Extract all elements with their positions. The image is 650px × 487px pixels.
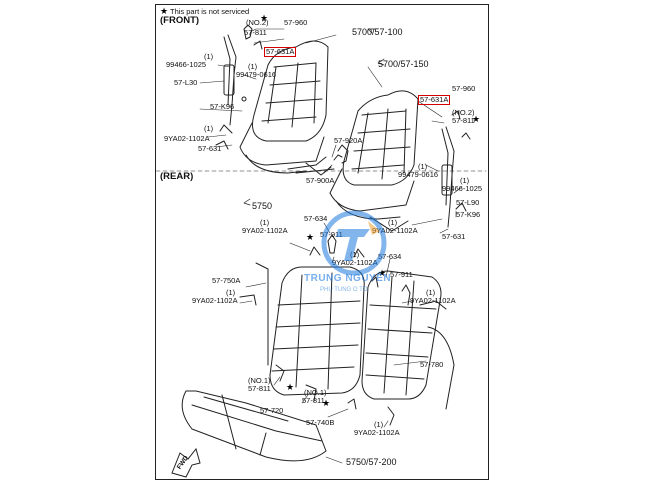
front-seat-right-drawing	[329, 90, 419, 232]
label-9ya02-1102a-rear-c[interactable]: 9YA02-1102A	[192, 296, 238, 305]
label-57-960-front[interactable]: 57-960	[284, 18, 308, 27]
label-9ya02-1102a-rear-a[interactable]: 9YA02-1102A	[242, 226, 288, 235]
label-9ya02-1102a-right[interactable]: 9YA02-1102A	[372, 226, 418, 235]
not-serviced-star-icon: ★	[472, 114, 481, 124]
callout-arrow-front-seat-right	[377, 58, 385, 66]
not-serviced-star-icon: ★	[286, 382, 295, 392]
label-qty-1-k: (1)	[374, 420, 384, 429]
label-57-811-rear-a[interactable]: 57-811	[248, 384, 271, 393]
label-9ya02-1102a-front[interactable]: 9YA02-1102A	[164, 134, 210, 143]
callout-front-seat[interactable]: 5700/57-100	[352, 27, 403, 37]
label-57-750a[interactable]: 57-750A	[212, 276, 241, 285]
label-qty-1-f: (1)	[388, 218, 398, 227]
label-57-634-b[interactable]: 57-634	[378, 252, 402, 261]
label-99479-0616-front[interactable]: 99479-0616	[236, 70, 277, 79]
label-57-900a[interactable]: 57-900A	[306, 176, 335, 185]
label-9ya02-1102a-rear-d[interactable]: 9YA02-1102A	[410, 296, 456, 305]
front-left-belt-drawing	[215, 24, 263, 150]
legend-star-icon: ★	[160, 6, 169, 16]
label-57-911-a[interactable]: 57-911	[320, 230, 343, 239]
callout-arrow-rear-back	[243, 198, 251, 206]
label-57-631a-right[interactable]: 57-631A	[418, 95, 451, 105]
label-qty-1-d: (1)	[418, 162, 428, 171]
section-front-heading: (FRONT)	[160, 15, 200, 26]
label-qty-1-j: (1)	[426, 288, 436, 297]
parts-diagram-drawing	[156, 24, 487, 478]
label-99479-0616-right[interactable]: 99479-0616	[398, 170, 439, 179]
legend-note: This part is not serviced	[170, 7, 250, 16]
label-no1-b: (NO.1)	[304, 388, 327, 397]
label-57-l30[interactable]: 57-L30	[174, 78, 198, 87]
callout-rear-cushion[interactable]: 5750/57-200	[346, 457, 397, 467]
label-57-811-right[interactable]: 57-811	[452, 116, 475, 125]
label-qty-1-g: (1)	[260, 218, 270, 227]
rear-seatback-drawing	[239, 246, 455, 410]
label-57-k96-front[interactable]: 57-K96	[210, 102, 235, 111]
label-qty-1-i: (1)	[226, 288, 236, 297]
label-57-811-front[interactable]: 57-811	[244, 28, 267, 37]
not-serviced-star-icon: ★	[378, 268, 387, 278]
label-57-634-a[interactable]: 57-634	[304, 214, 328, 223]
label-57-l90[interactable]: 57-L90	[456, 198, 480, 207]
label-no1-a: (NO.1)	[248, 376, 271, 385]
label-no2-front: (NO.2)	[246, 18, 269, 27]
rear-cushion-drawing	[181, 390, 327, 462]
label-99466-1025-front[interactable]: 99466-1025	[166, 60, 207, 69]
label-no2-right: (NO.2)	[452, 108, 475, 117]
label-57-740b[interactable]: 57-740B	[306, 418, 335, 427]
callout-rear-back[interactable]: 5750	[252, 201, 273, 211]
label-57-780[interactable]: 57-780	[420, 360, 444, 369]
parts-diagram-frame: ★ This part is not serviced (FRONT) (REA…	[155, 4, 489, 480]
not-serviced-star-icon: ★	[306, 232, 315, 242]
label-57-811-rear-b[interactable]: 57-811	[302, 396, 325, 405]
label-57-960-right[interactable]: 57-960	[452, 84, 476, 93]
label-99466-1025-right[interactable]: 99466-1025	[442, 184, 483, 193]
label-57-720[interactable]: 57-720	[260, 406, 284, 415]
not-serviced-star-icon: ★	[260, 13, 269, 23]
label-57-920a[interactable]: 57-920A	[334, 136, 363, 145]
label-57-631a-front[interactable]: 57-631A	[264, 47, 297, 57]
label-qty-1-a: (1)	[204, 52, 214, 61]
front-right-belt-drawing	[441, 110, 471, 228]
callout-arrow-front-seat	[367, 28, 377, 34]
label-57-631-front[interactable]: 57-631	[198, 144, 222, 153]
label-57-911-b[interactable]: 57-911	[390, 270, 413, 279]
label-9ya02-1102a-rear-e[interactable]: 9YA02-1102A	[354, 428, 400, 437]
not-serviced-star-icon: ★	[322, 398, 331, 408]
label-57-631-right[interactable]: 57-631	[442, 232, 466, 241]
label-9ya02-1102a-rear-b[interactable]: 9YA02-1102A	[332, 258, 378, 267]
label-57-k96-right[interactable]: 57-K96	[456, 210, 481, 219]
fwd-arrow-icon	[171, 447, 201, 478]
leader-lines	[199, 28, 463, 464]
callout-front-seat-right[interactable]: 5700/57-150	[378, 59, 429, 69]
label-qty-1-c: (1)	[204, 124, 214, 133]
label-qty-1-b: (1)	[248, 62, 258, 71]
label-qty-1-e: (1)	[460, 176, 470, 185]
section-rear-heading: (REAR)	[160, 171, 194, 182]
